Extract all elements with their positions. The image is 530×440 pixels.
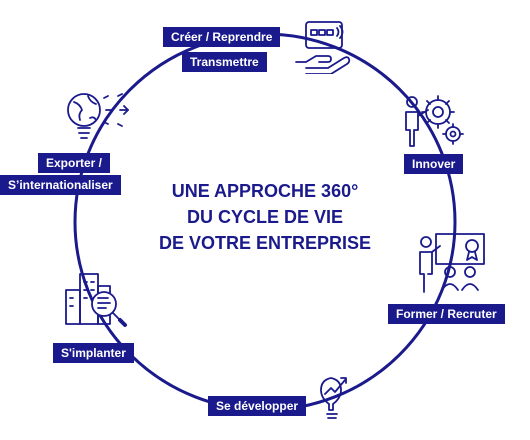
stage-label-innover: Innover	[404, 154, 464, 174]
center-title: UNE APPROCHE 360° DU CYCLE DE VIE DE VOT…	[140, 178, 390, 256]
center-title-line-3: DE VOTRE ENTREPRISE	[158, 233, 372, 253]
globe-bulb-icon	[67, 93, 129, 139]
presentation-audience-icon	[419, 233, 485, 293]
lightbulb-growth-icon	[320, 377, 347, 419]
buildings-magnifier-icon	[65, 273, 127, 327]
stage-label-exporter: Exporter /	[38, 153, 111, 173]
stage-label-former: Former / Recruter	[388, 304, 505, 324]
stage-label-creer: Créer / Reprendre	[163, 27, 281, 47]
center-title-line-1: UNE APPROCHE 360°	[171, 181, 359, 201]
stage-label-implanter: S'implanter	[53, 343, 134, 363]
center-title-line-2: DU CYCLE DE VIE	[186, 207, 344, 227]
stage-label-developper: Se développer	[208, 396, 307, 416]
stage-label-internationaliser: S’internationaliser	[0, 175, 121, 195]
hand-holding-card-icon	[295, 21, 351, 74]
stage-label-transmettre: Transmettre	[182, 52, 267, 72]
person-gears-icon	[405, 95, 464, 147]
